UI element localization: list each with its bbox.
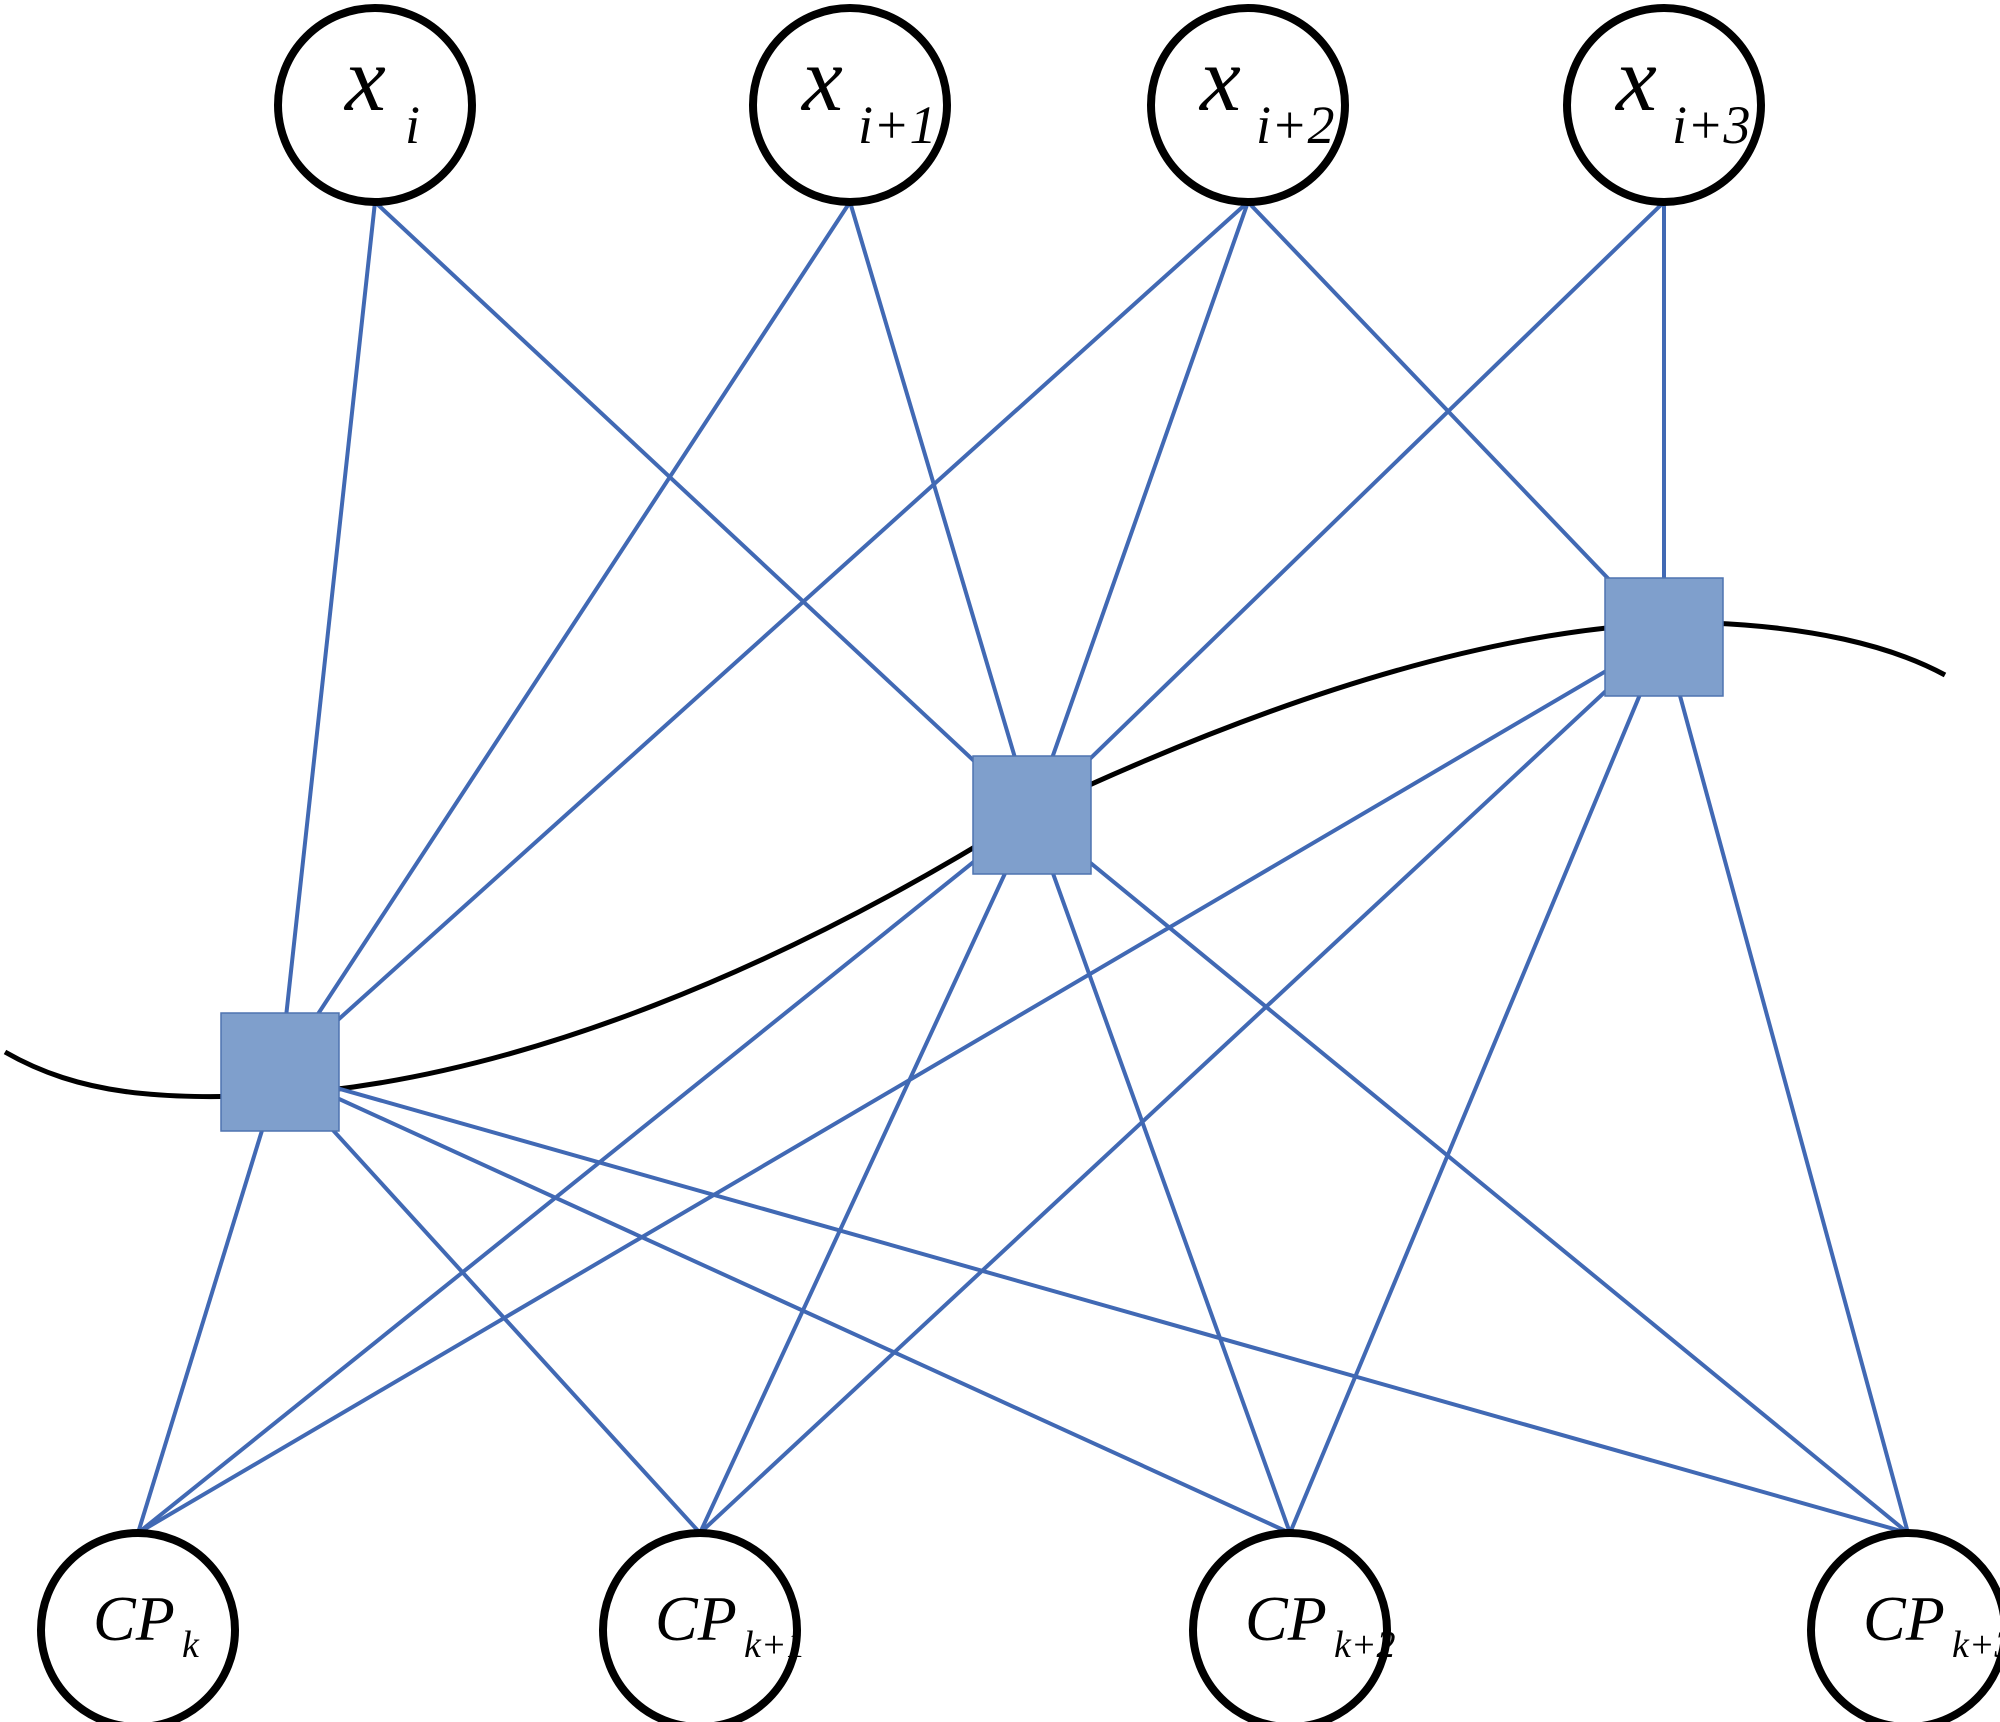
top-node-label: x — [800, 28, 843, 130]
basis-square-2 — [972, 755, 1092, 875]
edge-s1-cp0 — [136, 813, 1034, 1535]
edge-s0-cp3 — [279, 1070, 1909, 1535]
edge-x3-s1 — [1030, 200, 1666, 817]
bottom-node-cp3: CPk+3 — [1807, 1529, 2000, 1722]
bottom-node-label: CP — [1863, 1583, 1945, 1654]
bottom-node-subscript: k+3 — [1952, 1624, 2000, 1666]
edge-x0-s0 — [278, 201, 377, 1073]
edge-s1-cp2 — [1030, 814, 1292, 1534]
basis-square-1 — [220, 1012, 340, 1132]
top-node-label: x — [1198, 28, 1241, 130]
edge-x1-s1 — [848, 201, 1034, 816]
edge-x2-s2 — [1246, 200, 1666, 639]
top-node-circle — [749, 4, 951, 206]
top-node-label: x — [1614, 28, 1657, 130]
edge-s0-cp0 — [136, 1071, 282, 1534]
bottom-node-subscript: k — [182, 1624, 200, 1666]
edge-s2-cp2 — [1288, 636, 1666, 1534]
edge-s2-cp0 — [136, 635, 1666, 1535]
edges — [136, 200, 1910, 1535]
bottom-node-label: CP — [655, 1583, 737, 1654]
edge-s2-cp3 — [1662, 636, 1910, 1534]
top-node-subscript: i+1 — [858, 95, 936, 155]
edge-s1-cp1 — [698, 814, 1034, 1534]
bottom-node-circle — [1189, 1529, 1391, 1722]
bottom-node-circle — [37, 1529, 239, 1722]
top-node-subscript: i+3 — [1672, 95, 1750, 155]
edge-s2-cp1 — [698, 635, 1666, 1535]
bottom-node-circle — [1807, 1529, 2000, 1722]
bottom-node-circle — [599, 1529, 801, 1722]
edge-x0-s1 — [373, 200, 1034, 817]
bottom-node-label: CP — [93, 1583, 175, 1654]
bottom-node-subscript: k+2 — [1334, 1624, 1396, 1666]
edge-x2-s1 — [1030, 201, 1250, 816]
edge-s0-cp1 — [278, 1070, 702, 1535]
basis-square-3 — [1604, 577, 1724, 697]
top-node-subscript: i — [405, 95, 420, 155]
top-node-circle — [1563, 4, 1765, 206]
top-node-subscript: i+2 — [1256, 95, 1334, 155]
edge-x1-s0 — [278, 200, 852, 1074]
edge-s1-cp3 — [1030, 813, 1910, 1535]
top-node-circle — [1147, 4, 1349, 206]
top-node-label: x — [343, 28, 386, 130]
top-node-circle — [274, 4, 476, 206]
bottom-node-label: CP — [1245, 1583, 1327, 1654]
edge-x2-s0 — [278, 200, 1250, 1074]
edge-s0-cp2 — [279, 1070, 1291, 1535]
bottom-node-subscript: k+1 — [744, 1624, 806, 1666]
